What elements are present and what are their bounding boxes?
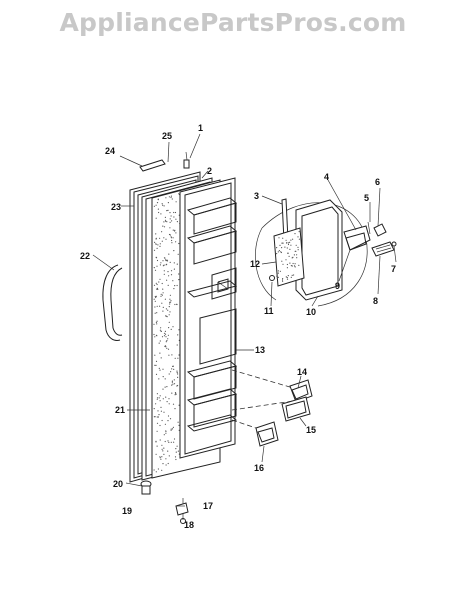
door-inner-liner xyxy=(179,177,238,459)
label-part-16: 16 xyxy=(254,463,264,473)
label-part-22: 22 xyxy=(80,251,90,261)
door-bins xyxy=(231,369,313,447)
label-part-7: 7 xyxy=(391,264,396,274)
label-part-14: 14 xyxy=(297,367,307,377)
label-part-20: 20 xyxy=(113,479,123,489)
label-part-4: 4 xyxy=(324,172,329,182)
label-part-24: 24 xyxy=(105,146,115,156)
top-trim xyxy=(119,155,166,172)
label-part-2: 2 xyxy=(207,166,212,176)
label-part-18: 18 xyxy=(184,520,194,530)
label-part-25: 25 xyxy=(162,131,172,141)
part-number-labels: 1 2 3 4 5 6 7 8 9 10 11 12 13 14 15 16 1… xyxy=(80,123,396,530)
door-handle xyxy=(102,264,123,341)
label-part-1: 1 xyxy=(198,123,203,133)
label-part-17: 17 xyxy=(203,501,213,511)
watermark-logo: AppliancePartsPros.com xyxy=(59,8,407,37)
label-part-23: 23 xyxy=(111,202,121,212)
label-part-8: 8 xyxy=(373,296,378,306)
leader-lines xyxy=(92,170,397,507)
label-part-19: 19 xyxy=(122,506,132,516)
label-part-3: 3 xyxy=(254,191,259,201)
label-part-21: 21 xyxy=(115,405,125,415)
label-part-6: 6 xyxy=(375,177,380,187)
label-part-12: 12 xyxy=(250,259,260,269)
screw-top xyxy=(183,133,201,169)
label-part-13: 13 xyxy=(255,345,265,355)
label-part-10: 10 xyxy=(306,307,316,317)
dispenser-detail xyxy=(255,198,397,307)
label-part-9: 9 xyxy=(335,281,340,291)
hinge-parts xyxy=(140,480,189,524)
label-part-11: 11 xyxy=(264,306,274,316)
label-part-5: 5 xyxy=(364,193,369,203)
label-part-15: 15 xyxy=(306,425,316,435)
